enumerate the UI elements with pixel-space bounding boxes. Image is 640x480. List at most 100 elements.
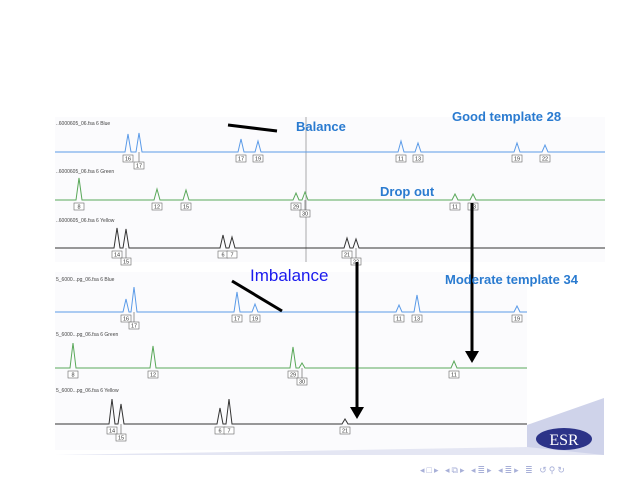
nav-section-icon[interactable]: ◂≣▸ — [470, 465, 494, 475]
label-balance: Balance — [296, 119, 346, 134]
allele-label: 21 — [342, 429, 348, 435]
allele-box — [341, 250, 353, 259]
allele-label: 14 — [114, 253, 120, 259]
allele-label: 14 — [109, 429, 115, 435]
allele-box — [115, 433, 127, 442]
allele-label: 6 — [218, 429, 221, 435]
allele-label: 17 — [131, 324, 137, 330]
allele-box — [151, 202, 163, 211]
nav-subsection-icon[interactable]: ◂⧉▸ — [445, 465, 467, 475]
trace-0 — [55, 132, 605, 153]
allele-box — [73, 202, 85, 211]
balance-pointer — [227, 123, 278, 133]
allele-label: 17 — [238, 157, 244, 163]
logo-swoosh — [55, 447, 604, 455]
label-good-template: Good template 28 — [452, 109, 562, 124]
allele-label: 17 — [136, 164, 142, 170]
allele-label: 30 — [299, 380, 305, 386]
trace-label: ..6000605_06.fsa 6 Blue — [56, 121, 110, 127]
trace-label: ..6000605_06.fsa 6 Green — [56, 169, 114, 175]
trace-1 — [55, 342, 527, 369]
nav-slide-icon[interactable]: ◂≣▸ — [498, 465, 521, 475]
allele-box — [393, 314, 405, 323]
allele-label: 15 — [183, 205, 189, 211]
allele-label: 19 — [255, 157, 261, 163]
allele-box — [412, 154, 424, 163]
allele-box — [539, 154, 551, 163]
allele-label: 19 — [514, 317, 520, 323]
allele-box — [223, 426, 235, 435]
allele-box — [133, 161, 145, 170]
allele-box — [249, 314, 261, 323]
label-drop-out: Drop out — [380, 184, 435, 199]
allele-box — [226, 250, 238, 259]
allele-label: 29 — [290, 373, 296, 379]
allele-box — [339, 426, 351, 435]
allele-box — [235, 154, 247, 163]
allele-box — [120, 257, 132, 266]
nav-frame-icon[interactable]: ◂□▸ — [420, 465, 441, 475]
allele-box — [511, 154, 523, 163]
trace-label: 5_6000...pg_06.fsa 6 Yellow — [56, 388, 119, 394]
allele-box — [448, 370, 460, 379]
allele-label: 8 — [77, 205, 80, 211]
esr-logo — [536, 428, 592, 450]
allele-box — [287, 370, 299, 379]
allele-box — [120, 314, 132, 323]
allele-box — [511, 314, 523, 323]
allele-label: 19 — [514, 157, 520, 163]
allele-label: 19 — [252, 317, 258, 323]
allele-box — [395, 154, 407, 163]
esr-logo-text: ESR — [549, 432, 579, 449]
allele-label: 16 — [123, 317, 129, 323]
allele-label: 7 — [230, 253, 233, 259]
nav-search-icon[interactable]: ↺⚲↻ — [539, 465, 567, 475]
label-imbalance: Imbalance — [250, 266, 329, 285]
allele-label: 15 — [118, 436, 124, 442]
allele-box — [299, 209, 311, 218]
allele-label: 7 — [227, 429, 230, 435]
allele-label: 12 — [150, 373, 156, 379]
allele-box — [106, 426, 118, 435]
beamer-navigation: ◂□▸ ◂⧉▸ ◂≣▸ ◂≣▸ ≣ ↺⚲↻ — [420, 465, 567, 476]
allele-label: 16 — [125, 157, 131, 163]
nav-toc-icon[interactable]: ≣ — [525, 465, 535, 475]
allele-label: 11 — [396, 317, 402, 323]
allele-label: 30 — [302, 212, 308, 218]
allele-box — [122, 154, 134, 163]
allele-box — [290, 202, 302, 211]
allele-label: 8 — [71, 373, 74, 379]
allele-label: 21 — [344, 253, 350, 259]
trace-2 — [55, 227, 605, 249]
trace-label: ..6000605_06.fsa 6 Yellow — [56, 218, 115, 224]
allele-box — [296, 377, 308, 386]
allele-box — [147, 370, 159, 379]
allele-label: 11 — [452, 205, 458, 211]
top-panel-bg — [55, 117, 605, 262]
trace-1 — [55, 177, 605, 201]
imbalance-pointer — [231, 279, 283, 313]
allele-label: 22 — [542, 157, 548, 163]
allele-label: 11 — [451, 373, 457, 379]
allele-label: 13 — [414, 317, 420, 323]
trace-0 — [55, 286, 527, 313]
allele-label: 29 — [293, 205, 299, 211]
allele-label: 17 — [234, 317, 240, 323]
trace-2 — [55, 398, 527, 425]
allele-box — [180, 202, 192, 211]
trace-label: 5_6000...pg_06.fsa 6 Green — [56, 332, 118, 338]
allele-label: 13 — [415, 157, 421, 163]
allele-label: 12 — [154, 205, 160, 211]
allele-box — [449, 202, 461, 211]
arrow-head — [350, 407, 364, 419]
allele-box — [67, 370, 79, 379]
allele-box — [231, 314, 243, 323]
allele-label: 15 — [123, 260, 129, 266]
trace-label: 5_6000...pg_06.fsa 6 Blue — [56, 277, 115, 283]
allele-box — [111, 250, 123, 259]
arrow-head — [465, 351, 479, 363]
allele-label: 11 — [398, 157, 404, 163]
allele-box — [128, 321, 140, 330]
allele-box — [411, 314, 423, 323]
